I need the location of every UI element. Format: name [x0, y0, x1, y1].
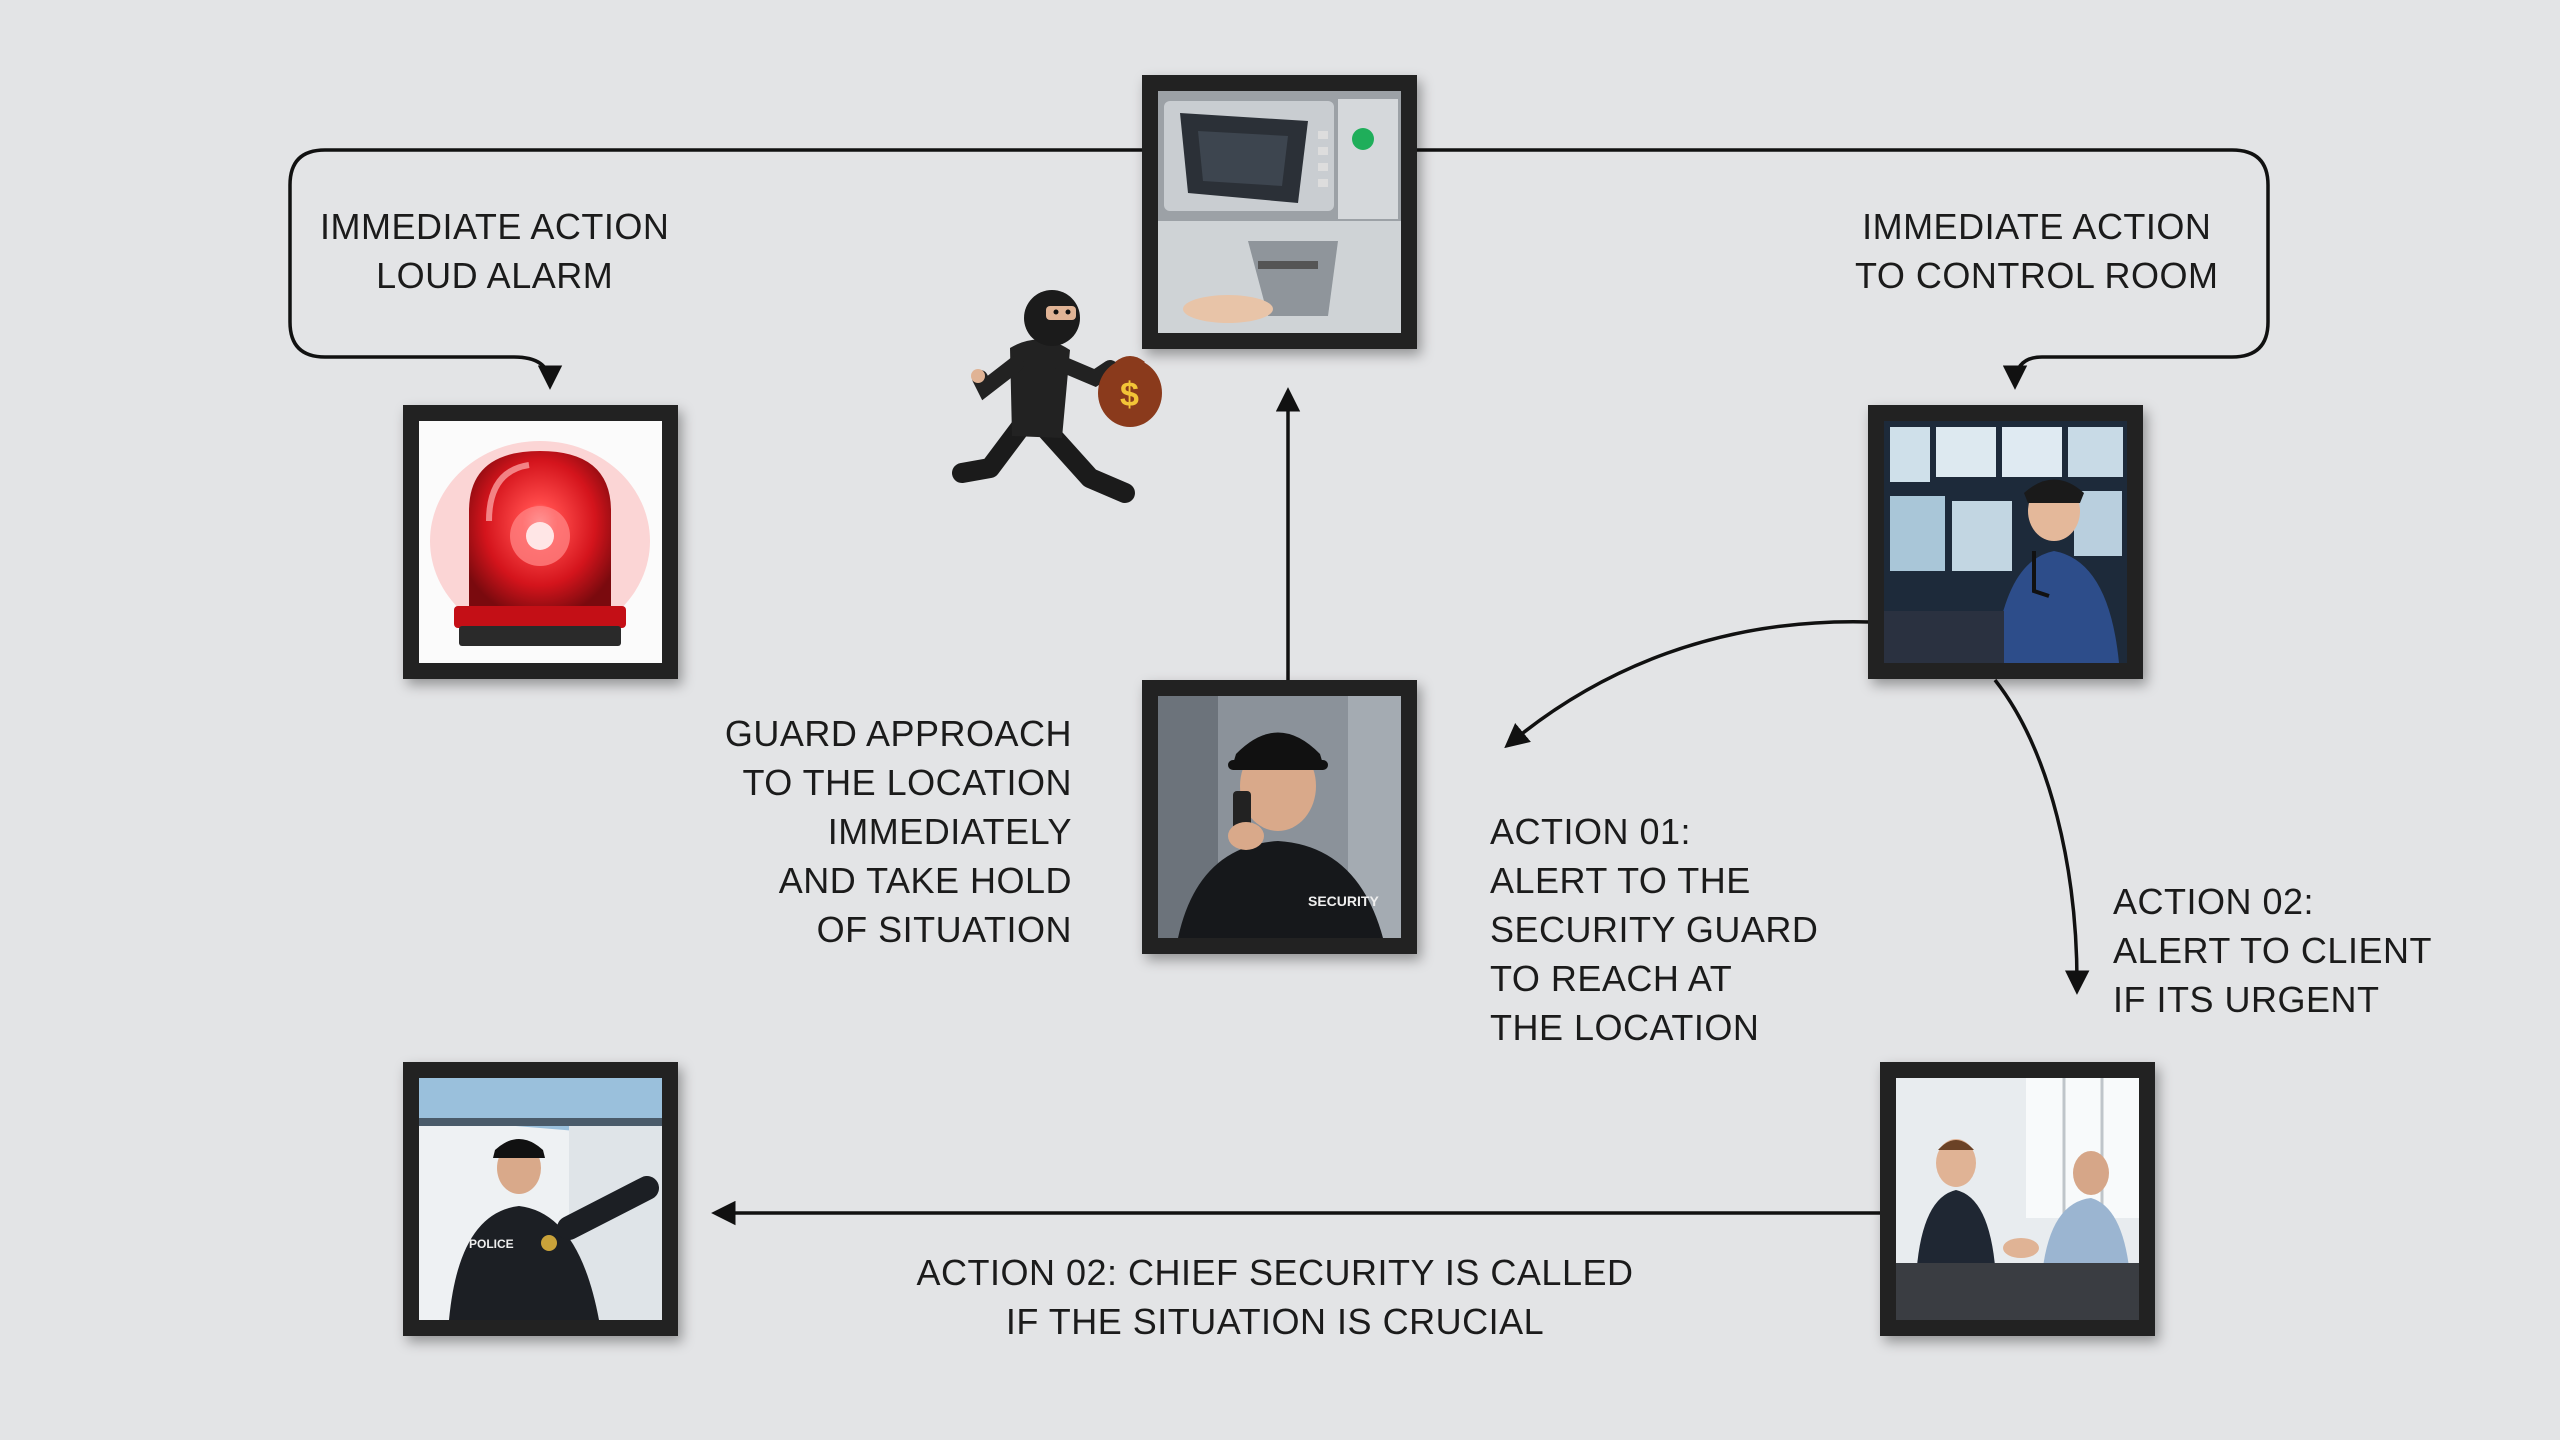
control-room-photo-frame — [1868, 405, 2143, 679]
label-immediate-alarm: IMMEDIATE ACTION LOUD ALARM — [320, 202, 669, 300]
label-line: SECURITY GUARD — [1490, 909, 1819, 950]
connector-control-room-to-guard — [1504, 620, 1871, 749]
label-line: AND TAKE HOLD — [778, 860, 1072, 901]
label-line: GUARD APPROACH — [724, 713, 1072, 754]
label-line: IMMEDIATELY — [827, 811, 1072, 852]
chief-security-photo: POLICE — [419, 1078, 662, 1320]
svg-text:$: $ — [1120, 376, 1139, 414]
label-line: ACTION 02: CHIEF SECURITY IS CALLED — [916, 1252, 1634, 1293]
label-line: OF SITUATION — [816, 909, 1072, 950]
atm-photo-frame — [1142, 75, 1417, 349]
label-line: IMMEDIATE ACTION — [1862, 206, 2212, 247]
label-action02-chief: ACTION 02: CHIEF SECURITY IS CALLED IF T… — [900, 1248, 1650, 1346]
label-line: IMMEDIATE ACTION — [320, 206, 670, 247]
connector-atm-to-control-room — [1415, 148, 2270, 390]
label-action01: ACTION 01: ALERT TO THE SECURITY GUARD T… — [1490, 807, 1818, 1052]
label-line: TO CONTROL ROOM — [1855, 255, 2219, 296]
label-line: ACTION 02: — [2113, 881, 2315, 922]
label-line: ALERT TO CLIENT — [2113, 930, 2432, 971]
chief-security-photo-frame: POLICE — [403, 1062, 678, 1336]
label-line: ACTION 01: — [1490, 811, 1692, 852]
svg-text:SECURITY: SECURITY — [1308, 893, 1379, 909]
label-line: THE LOCATION — [1490, 1007, 1760, 1048]
label-guard-approach: GUARD APPROACH TO THE LOCATION IMMEDIATE… — [700, 709, 1072, 954]
label-line: ALERT TO THE — [1490, 860, 1751, 901]
alarm-siren-photo — [419, 421, 662, 663]
label-line: LOUD ALARM — [376, 255, 614, 296]
client-meeting-photo — [1896, 1078, 2139, 1320]
label-line: IF THE SITUATION IS CRUCIAL — [1005, 1301, 1545, 1342]
guard-photo-frame: SECURITY — [1142, 680, 1417, 954]
atm-photo — [1158, 91, 1401, 333]
connector-control-room-to-client — [1993, 678, 2090, 995]
thief-icon: $ — [952, 290, 1162, 503]
connector-atm-to-alarm — [288, 148, 1145, 390]
client-meeting-photo-frame — [1880, 1062, 2155, 1336]
label-immediate-control-room: IMMEDIATE ACTION TO CONTROL ROOM — [1855, 202, 2219, 300]
svg-text:POLICE: POLICE — [469, 1237, 514, 1251]
alarm-photo-frame — [403, 405, 678, 679]
label-line: TO THE LOCATION — [742, 762, 1072, 803]
control-room-photo — [1884, 421, 2127, 663]
label-action02-client: ACTION 02: ALERT TO CLIENT IF ITS URGENT — [2113, 877, 2432, 1024]
label-line: TO REACH AT — [1490, 958, 1733, 999]
label-line: IF ITS URGENT — [2113, 979, 2380, 1020]
security-guard-photo: SECURITY — [1158, 696, 1401, 938]
